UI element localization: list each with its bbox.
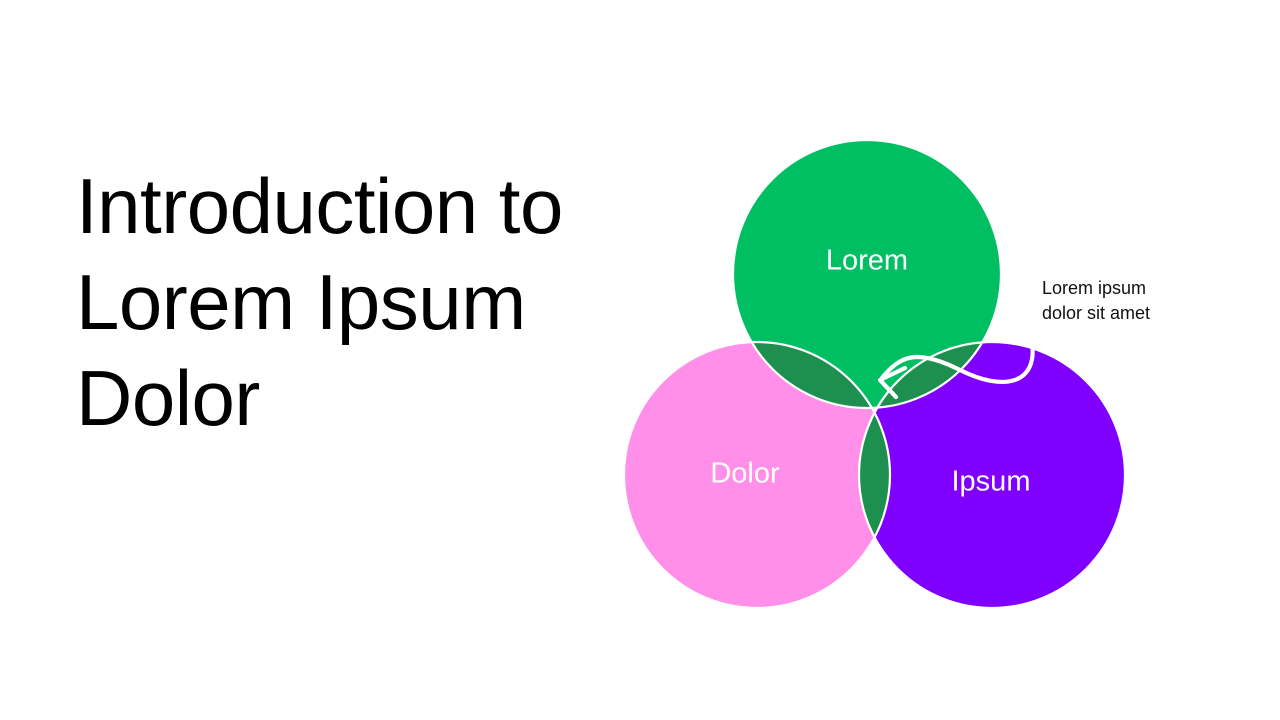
page-title: Introduction to Lorem Ipsum Dolor [76,162,563,442]
title-block: Introduction to Lorem Ipsum Dolor [76,158,636,446]
venn-caption: Lorem ipsum dolor sit amet [1042,278,1151,323]
venn-diagram: Lorem Dolor Ipsum [600,120,1140,630]
venn-label-dolor: Dolor [710,458,780,490]
venn-outline-ipsum [857,340,1127,610]
curved-arrow-head [877,365,908,400]
venn-outline-lorem [731,138,1003,410]
curved-arrow-shaft [879,339,1035,384]
venn-outline-dolor [622,340,892,610]
venn-diagram-svg: Lorem Dolor Ipsum [622,138,1127,610]
venn-label-lorem: Lorem [826,245,908,277]
venn-label-ipsum: Ipsum [952,466,1031,498]
venn-circle-dolor[interactable] [624,342,890,608]
venn-circle-lorem[interactable] [733,140,1001,408]
venn-circle-ipsum[interactable] [859,342,1125,608]
